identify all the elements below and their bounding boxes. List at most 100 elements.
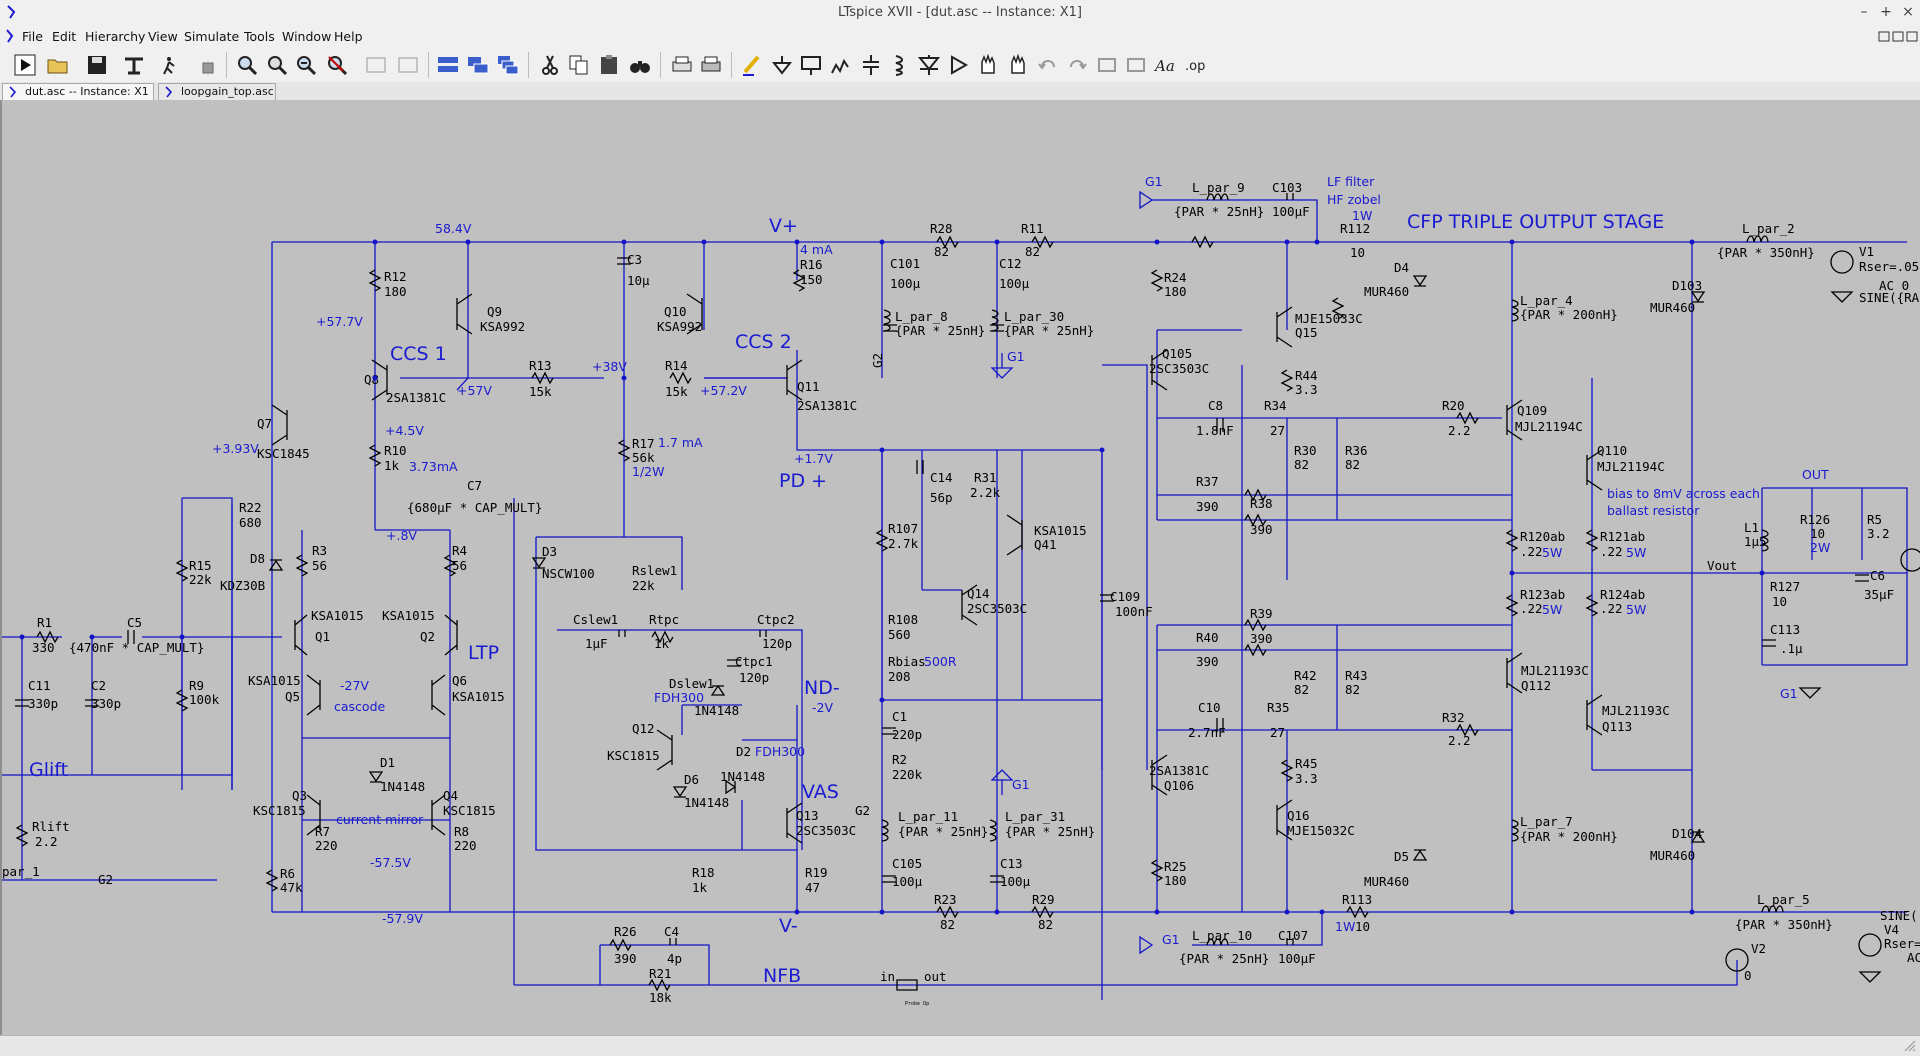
part-ref: C5	[127, 615, 142, 630]
control-panel-icon[interactable]	[122, 53, 146, 77]
autorange-icon[interactable]	[364, 53, 388, 77]
part-ref: Q3	[292, 788, 307, 803]
close-button[interactable]: ×	[1902, 4, 1914, 20]
part-value: 2.2	[35, 834, 58, 849]
copy-icon[interactable]	[567, 53, 591, 77]
label-net-icon[interactable]	[799, 53, 823, 77]
menu-file[interactable]: File	[22, 29, 43, 44]
move-icon[interactable]	[976, 53, 1000, 77]
run-icon[interactable]	[13, 53, 37, 77]
part-ref: Q10	[664, 304, 687, 319]
part-value: 2SC3503C	[1149, 361, 1209, 376]
menu-help[interactable]: Help	[334, 29, 363, 44]
part-value: MUR460	[1650, 848, 1695, 863]
tab-dut-instance[interactable]: dut.asc -- Instance: X1	[2, 83, 154, 100]
power-rating: 5W	[1626, 602, 1646, 617]
find-icon[interactable]	[628, 53, 652, 77]
part-ref: C109	[1110, 589, 1140, 604]
waveform-icon[interactable]	[396, 53, 420, 77]
menu-tools[interactable]: Tools	[244, 29, 275, 44]
diode-icon[interactable]	[917, 53, 941, 77]
part-ref: L_par_9	[1192, 180, 1245, 195]
part-value: MJL21194C	[1597, 459, 1665, 474]
current-mirror-note: current mirror	[336, 812, 424, 827]
part-value: 82	[934, 244, 949, 259]
part-value: 100µF	[1278, 951, 1316, 966]
menu-hierarchy[interactable]: Hierarchy	[85, 29, 146, 44]
part-value: 1N4148	[684, 795, 729, 810]
part-value: KSA992	[480, 319, 525, 334]
halt-icon[interactable]	[160, 53, 184, 77]
cascade-icon[interactable]	[496, 53, 520, 77]
tile-vertical-icon[interactable]	[466, 53, 490, 77]
part-value: 120p	[739, 670, 769, 685]
part-value: 82	[940, 917, 955, 932]
part-ref: Q15	[1295, 325, 1318, 340]
part-ref: R44	[1295, 368, 1318, 383]
part-value: 330p	[28, 696, 58, 711]
save-icon[interactable]	[85, 53, 109, 77]
paste-icon[interactable]	[597, 53, 621, 77]
net-vplus-label: V+	[769, 215, 798, 237]
part-ref: R17	[632, 436, 655, 451]
tab-loopgain-top[interactable]: loopgain_top.asc	[158, 83, 276, 100]
zoom-pan-icon[interactable]	[265, 53, 289, 77]
part-value: 1N4148	[380, 779, 425, 794]
cut-icon[interactable]	[538, 53, 562, 77]
part-value: MUR460	[1650, 300, 1695, 315]
ground-icon[interactable]	[770, 53, 794, 77]
capacitor-icon[interactable]	[859, 53, 883, 77]
net-flag-g2: G2	[855, 803, 870, 818]
part-ref: L_par_5	[1757, 892, 1810, 907]
part-ref: R39	[1250, 606, 1273, 621]
draw-wire-icon[interactable]	[740, 53, 764, 77]
part-value: {PAR * 25nH}	[1005, 824, 1095, 839]
undo-icon[interactable]	[1036, 53, 1060, 77]
drag-icon[interactable]	[1006, 53, 1030, 77]
power-1w-note: 1W	[1352, 208, 1372, 223]
schematic-canvas[interactable]: CFP TRIPLE OUTPUT STAGE V+ V- PD + ND- N…	[0, 100, 1920, 1035]
part-ref: C3	[627, 252, 642, 267]
part-ref: Cslew1	[573, 612, 618, 627]
part-value: 100k	[189, 692, 220, 707]
component-icon[interactable]	[947, 53, 971, 77]
part-ref: D103	[1672, 278, 1702, 293]
part-ref: R112	[1340, 221, 1370, 236]
hand-icon[interactable]	[196, 53, 220, 77]
zoom-in-icon[interactable]	[235, 53, 259, 77]
ltspice-app-icon[interactable]	[6, 5, 20, 19]
op-current: 4 mA	[800, 242, 833, 257]
resize-grip-icon[interactable]	[1902, 1038, 1916, 1052]
part-value: 560	[888, 627, 911, 642]
part-ref: R14	[665, 358, 688, 373]
minimize-button[interactable]: –	[1860, 4, 1868, 20]
part-ref: C10	[1198, 700, 1221, 715]
menu-window[interactable]: Window	[282, 29, 332, 44]
resistor-icon[interactable]	[829, 53, 853, 77]
menu-simulate[interactable]: Simulate	[184, 29, 240, 44]
mdi-controls-icon[interactable]	[1878, 30, 1918, 44]
spice-directive-icon[interactable]: .op	[1184, 53, 1208, 77]
menu-view[interactable]: View	[148, 29, 178, 44]
power-rating: 5W	[1542, 602, 1562, 617]
print-icon[interactable]	[699, 53, 723, 77]
part-ref: par_1	[2, 864, 40, 879]
open-icon[interactable]	[46, 53, 70, 77]
part-ref: Q12	[632, 721, 655, 736]
menu-edit[interactable]: Edit	[52, 29, 77, 44]
text-icon[interactable]: Aa	[1154, 53, 1178, 77]
rotate-icon[interactable]	[1095, 53, 1119, 77]
part-value: KSA992	[657, 319, 702, 334]
tile-horizontal-icon[interactable]	[436, 53, 460, 77]
zoom-out-icon[interactable]	[294, 53, 318, 77]
maximize-button[interactable]: +	[1880, 4, 1892, 20]
part-value: 3.3	[1295, 382, 1318, 397]
redo-icon[interactable]	[1065, 53, 1089, 77]
print-setup-icon[interactable]	[670, 53, 694, 77]
document-icon[interactable]	[4, 29, 18, 43]
inductor-icon[interactable]	[888, 53, 912, 77]
part-ref: R23	[934, 892, 957, 907]
probe-in-label: in	[880, 969, 895, 984]
zoom-cancel-icon[interactable]	[325, 53, 349, 77]
mirror-icon[interactable]	[1124, 53, 1148, 77]
